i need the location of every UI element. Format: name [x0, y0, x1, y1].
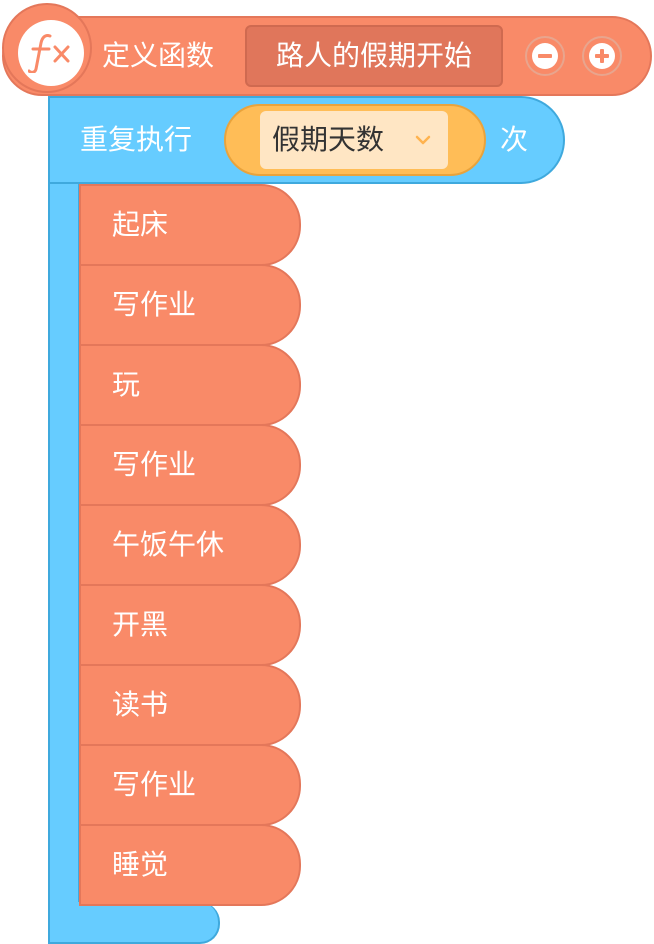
- fx-icon: [18, 20, 84, 86]
- statement-label: 玩: [112, 368, 141, 401]
- statement-label: 写作业: [112, 288, 197, 321]
- function-icon-badge: [2, 3, 92, 93]
- function-name-field[interactable]: 路人的假期开始: [245, 25, 503, 87]
- statement-block[interactable]: [79, 744, 301, 826]
- statement-label: 开黑: [112, 608, 169, 641]
- statement-label: 午饭午休: [112, 528, 225, 561]
- statement-block[interactable]: [79, 184, 301, 266]
- statement-block[interactable]: [79, 824, 301, 906]
- statement-label: 睡觉: [112, 848, 169, 881]
- statement-label: 写作业: [112, 448, 197, 481]
- repeat-suffix: 次: [500, 123, 529, 156]
- repeat-block-arm: [48, 182, 80, 904]
- statement-block[interactable]: [79, 584, 301, 666]
- statement-block[interactable]: [79, 424, 301, 506]
- define-function-label: 定义函数: [102, 39, 215, 72]
- repeat-block-bottom: [48, 902, 220, 944]
- variable-dropdown[interactable]: [260, 111, 448, 169]
- plus-icon: [589, 43, 615, 69]
- chevron-down-icon[interactable]: [413, 130, 433, 150]
- remove-parameter-button[interactable]: [525, 36, 565, 76]
- minus-icon: [532, 43, 558, 69]
- statement-block[interactable]: [79, 344, 301, 426]
- statement-label: 写作业: [112, 768, 197, 801]
- statement-label: 起床: [112, 208, 169, 241]
- repeat-label: 重复执行: [80, 123, 193, 156]
- variable-name: 假期天数: [272, 123, 385, 156]
- statement-label: 读书: [112, 688, 169, 721]
- add-parameter-button[interactable]: [582, 36, 622, 76]
